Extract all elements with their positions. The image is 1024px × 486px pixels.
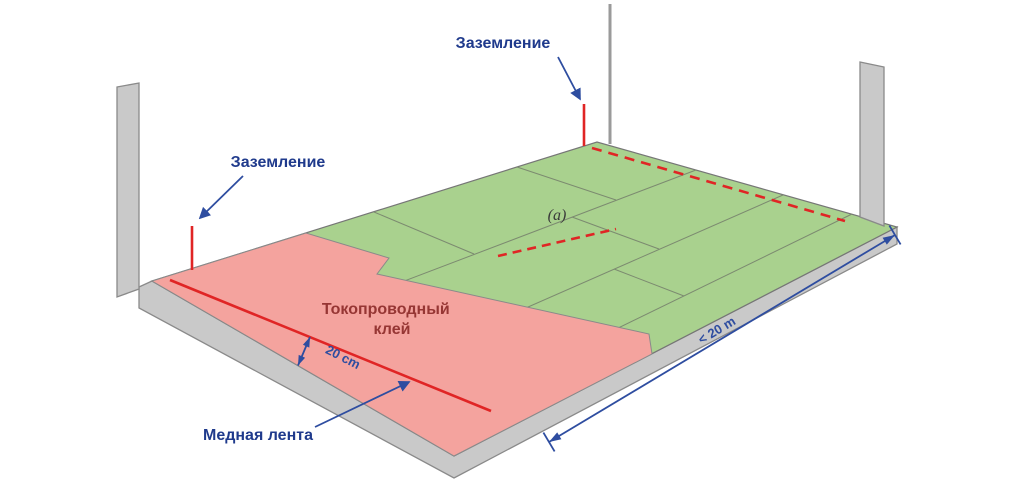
- panel-seam: [373, 211, 475, 255]
- copper-tape-label: Медная лента: [203, 427, 313, 444]
- right-wall-post: [859, 61, 885, 227]
- adhesive-label: Токопроводный клей: [322, 301, 454, 338]
- point-a-label: (a): [548, 207, 567, 224]
- copper-tape-line: [169, 278, 492, 413]
- panel-seam: [571, 216, 660, 250]
- copper-tape-arrow: [314, 381, 411, 428]
- left-wall-post: [116, 82, 140, 298]
- conductive-adhesive-area: [150, 232, 653, 457]
- grounding-left-arrow: [198, 175, 244, 220]
- dimension-arrowhead: [549, 432, 562, 442]
- copper-tape-dashed-a: [497, 227, 617, 258]
- grounding-left-label: Заземление: [231, 154, 326, 171]
- panel-seam: [516, 166, 617, 201]
- panel-seam: [613, 268, 685, 297]
- copper-tape-dashed-top: [591, 146, 846, 223]
- dimension-arrowhead: [302, 337, 310, 348]
- grounding-top-arrow: [557, 56, 581, 101]
- dimension-arrowhead: [298, 354, 306, 366]
- dimension-line: [548, 234, 896, 443]
- dimension-arrowhead: [882, 235, 895, 245]
- grounding-top-label: Заземление: [456, 35, 551, 52]
